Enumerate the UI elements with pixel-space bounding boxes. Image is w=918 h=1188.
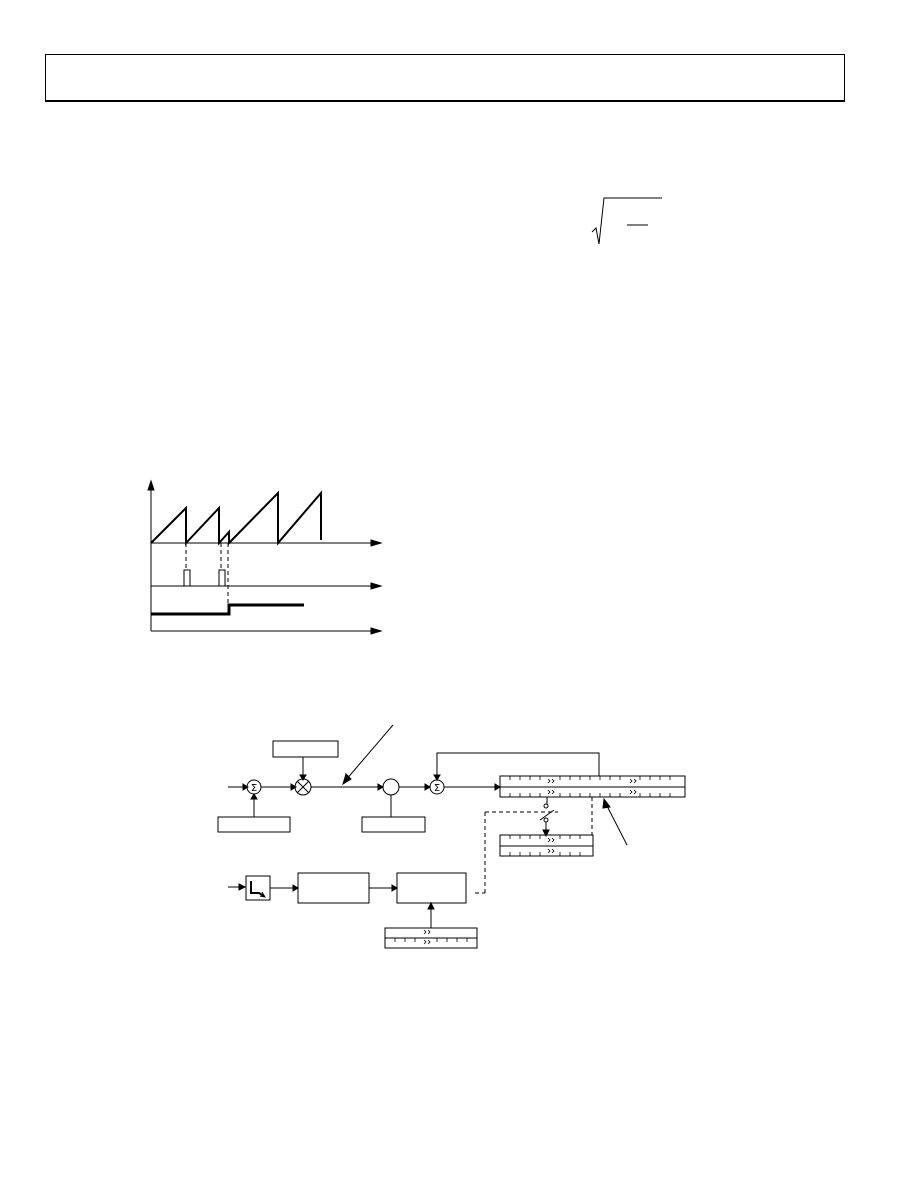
- node-arrow-in: [377, 783, 384, 791]
- mult-arrow-in: [290, 783, 297, 791]
- header-frame: [45, 54, 845, 102]
- filter-curve: [250, 881, 265, 897]
- bias-arrow: [250, 793, 258, 800]
- shift-register-secondary: [499, 834, 594, 857]
- switch-out-arrow: [542, 829, 550, 838]
- block1-arrow: [292, 884, 299, 892]
- timing-diagram: [147, 479, 383, 635]
- sawtooth-waveform: [150, 490, 322, 546]
- timing-arrow-1: [370, 539, 383, 547]
- feedback-arrow: [433, 774, 441, 781]
- radical-sign: [591, 197, 662, 245]
- shift-register-main: [499, 775, 686, 798]
- node-circle: [382, 778, 400, 796]
- pointer-arrowhead-1: [342, 773, 352, 786]
- reg-arrow-in: [494, 783, 501, 791]
- sum-symbol-1: Σ: [251, 783, 257, 794]
- low-pass-filter-icon: [245, 875, 271, 901]
- pointer-arrowhead-2: [602, 797, 611, 809]
- lookup-register: [384, 927, 478, 949]
- acc-arrow-in: [424, 783, 431, 791]
- gain-arrow: [299, 774, 307, 781]
- lower-input-arrow: [238, 883, 247, 891]
- timing-y-arrow: [147, 479, 155, 491]
- reset-pulse-2: [218, 569, 226, 587]
- step-level-trace: [151, 603, 304, 616]
- switch-contact-bottom: [543, 817, 549, 823]
- feedback-loop: [436, 752, 600, 779]
- input-arrow: [242, 783, 249, 791]
- sqrt-formula: [591, 197, 662, 245]
- bias-box: [217, 816, 291, 833]
- mult-x-2: [296, 780, 310, 794]
- block2-arrow: [391, 884, 398, 892]
- timing-arrow-2: [370, 582, 383, 590]
- pointer-arrow-1: [344, 724, 394, 782]
- timing-arrow-3: [370, 627, 383, 635]
- function-block-1: [297, 872, 370, 904]
- block-diagram: Σ Σ: [217, 724, 686, 949]
- lut-arrow: [427, 901, 435, 910]
- switch-contact-top: [543, 803, 549, 809]
- gain-box: [272, 740, 339, 758]
- filter-curve-tip: [259, 891, 267, 898]
- pointer-arrow-2: [604, 801, 628, 846]
- node-box: [361, 816, 426, 833]
- reset-pulse-1: [183, 569, 191, 587]
- function-block-2: [396, 872, 467, 904]
- sum-symbol-2: Σ: [434, 783, 440, 794]
